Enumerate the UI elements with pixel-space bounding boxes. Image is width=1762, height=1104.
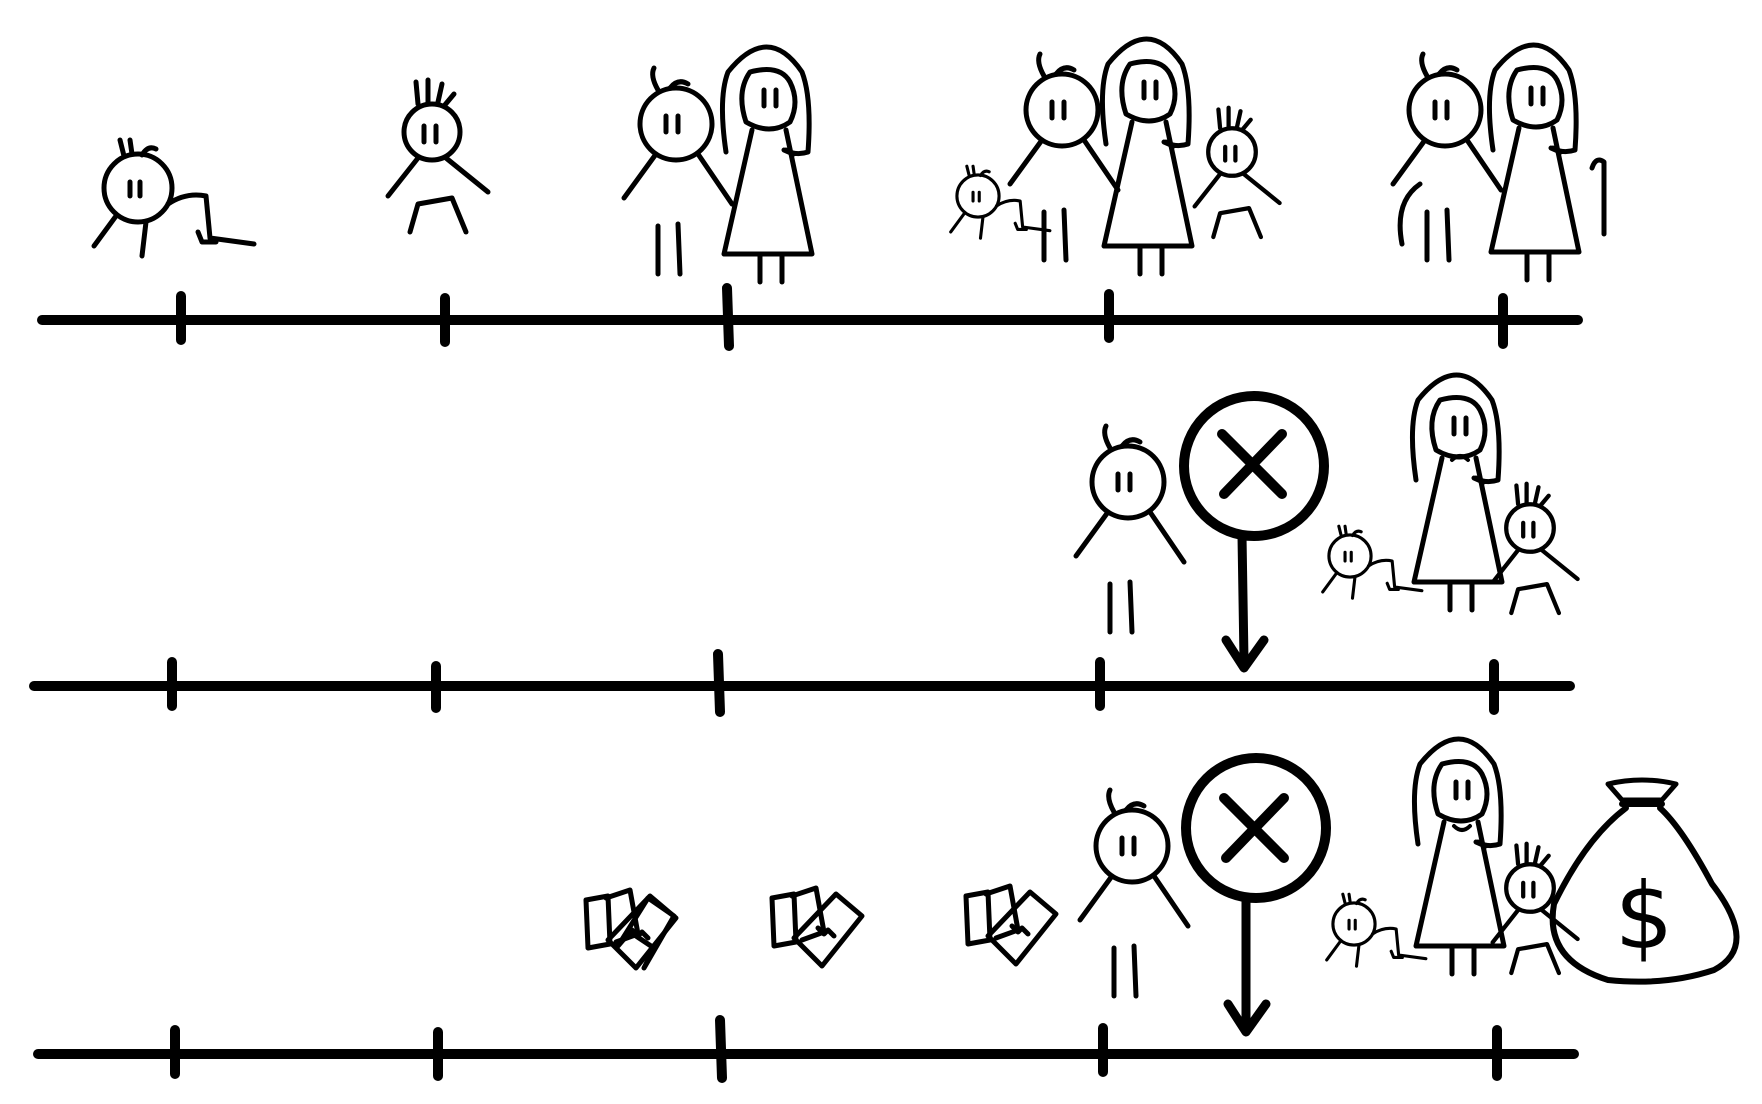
cash-bills-icon [583, 887, 679, 971]
timeline-tick [715, 1015, 727, 1083]
old-woman-with-cane-icon [1489, 45, 1607, 280]
timeline-ticks [176, 283, 1508, 351]
timeline-ticks [170, 1015, 1502, 1083]
dollar-sign: $ [1615, 863, 1674, 970]
timeline-ticks [167, 649, 1499, 717]
timeline-tick [713, 649, 725, 717]
crawling-baby-icon [1321, 524, 1424, 600]
child-icon [1195, 108, 1280, 237]
timeline-2 [29, 375, 1578, 717]
old-man-with-cane-icon [1393, 54, 1501, 260]
child-icon [388, 80, 488, 232]
cash-bills-icon [769, 885, 865, 969]
timeline-1 [37, 39, 1607, 351]
death-marker-x-icon [1181, 753, 1331, 1037]
timeline-tick [722, 283, 734, 351]
man-icon [1080, 790, 1188, 996]
man-icon [1076, 426, 1184, 632]
man-icon [624, 68, 732, 274]
crawling-baby-icon [94, 140, 254, 256]
cash-bills-icon [963, 883, 1059, 967]
child-icon [1493, 484, 1578, 613]
money-bag-icon: $ [1549, 777, 1740, 985]
timeline-3: $ [33, 739, 1740, 1083]
crawling-baby-icon [949, 164, 1052, 240]
death-marker-x-icon [1179, 391, 1329, 673]
sad-woman-icon [1412, 375, 1502, 610]
crawling-baby-icon [1325, 892, 1428, 968]
smiling-woman-icon [1414, 739, 1504, 974]
woman-icon [1102, 39, 1192, 274]
woman-icon [722, 47, 812, 282]
